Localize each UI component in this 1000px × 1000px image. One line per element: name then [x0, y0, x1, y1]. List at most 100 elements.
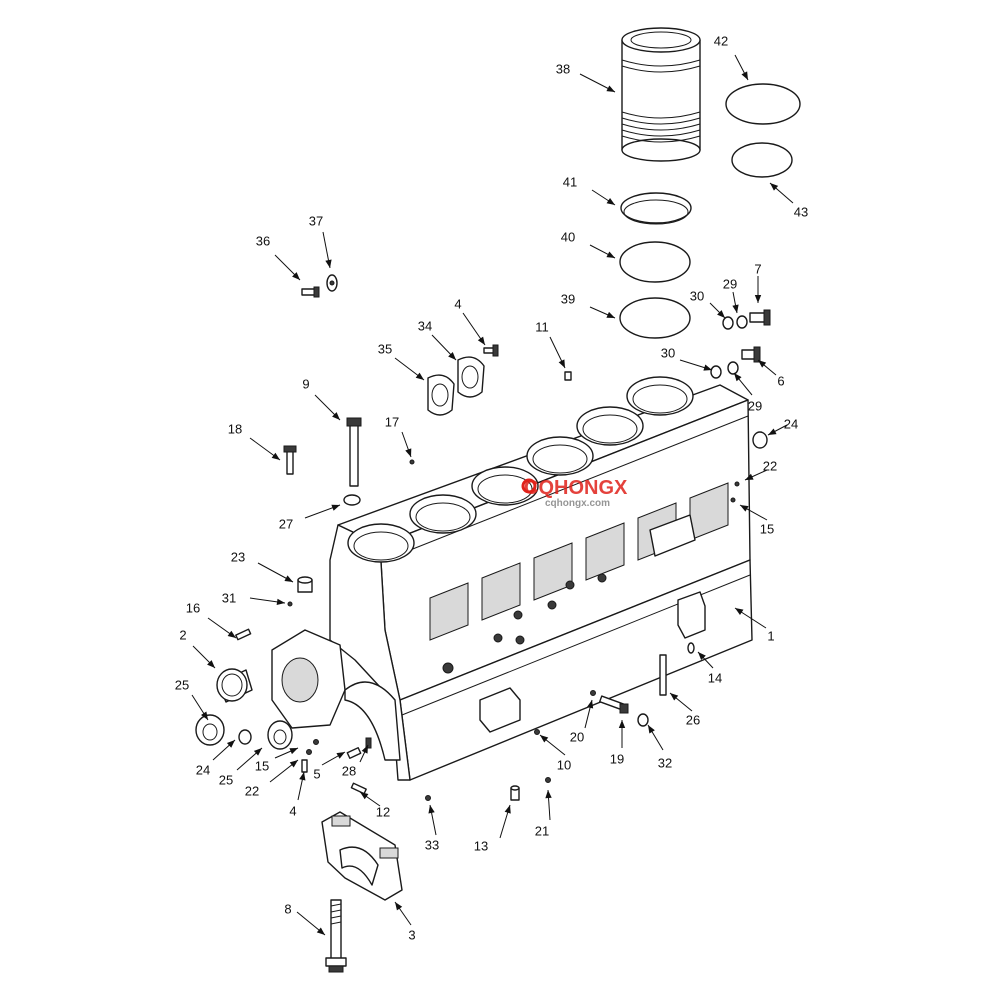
callout-c27: 27 — [279, 504, 341, 531]
leader-arrowhead — [226, 740, 235, 748]
callout-number: 42 — [714, 33, 728, 48]
callout-c3: 3 — [394, 901, 416, 942]
leader-arrowhead — [284, 575, 293, 582]
callout-c30b: 30 — [661, 345, 713, 371]
callout-c5: 5 — [313, 751, 346, 781]
callout-number: 31 — [222, 590, 236, 605]
callout-c34: 34 — [418, 318, 457, 361]
leader-arrowhead — [618, 720, 626, 728]
callout-c4b: 4 — [289, 771, 306, 818]
plug-24-right — [752, 431, 768, 449]
cylinder-bores — [347, 376, 694, 563]
leader-arrowhead — [336, 752, 345, 759]
plug-22-right — [734, 481, 740, 487]
fitting-5 — [346, 747, 362, 759]
callout-c32: 32 — [647, 724, 672, 770]
tube-26 — [659, 654, 667, 696]
callout-number: 28 — [342, 763, 356, 778]
plug-23 — [297, 576, 313, 593]
plug-set-upper — [722, 309, 771, 330]
callout-number: 38 — [556, 61, 570, 76]
callout-number: 3 — [408, 927, 415, 942]
callout-c17: 17 — [385, 414, 412, 458]
leader-arrowhead — [717, 310, 725, 318]
fitting-28 — [365, 737, 372, 749]
callout-c13: 13 — [474, 804, 511, 853]
callout-number: 30 — [690, 288, 704, 303]
block-pad-left — [479, 687, 521, 733]
callout-number: 12 — [376, 804, 390, 819]
callout-c22a: 22 — [744, 458, 777, 481]
callout-c18: 18 — [228, 421, 281, 461]
callout-number: 17 — [385, 414, 399, 429]
leader-arrowhead — [207, 660, 215, 668]
callout-c21: 21 — [535, 789, 552, 838]
leader-arrowhead — [670, 693, 679, 701]
leader-arrowhead — [606, 85, 615, 92]
leader-arrowhead — [405, 448, 412, 457]
plug-20 — [590, 690, 596, 696]
leader-arrowhead — [745, 473, 754, 480]
leader-arrowhead — [703, 364, 712, 371]
callout-c30a: 30 — [690, 288, 726, 319]
plug-21 — [545, 777, 551, 783]
callout-number: 8 — [284, 901, 291, 916]
callout-number: 36 — [256, 233, 270, 248]
leader-arrowhead — [415, 372, 424, 380]
callout-c35: 35 — [378, 341, 425, 381]
callout-c24b: 24 — [196, 739, 236, 777]
leader-arrowhead — [276, 598, 285, 606]
callout-number: 5 — [313, 766, 320, 781]
plug-17 — [409, 459, 415, 465]
callout-c25a: 25 — [175, 677, 209, 721]
leader-arrowhead — [227, 630, 236, 638]
callout-c15b: 15 — [255, 747, 299, 773]
callout-c1: 1 — [734, 607, 775, 643]
cap-25-small — [267, 720, 293, 750]
callout-number: 22 — [763, 458, 777, 473]
filler-band-41 — [620, 192, 692, 225]
head-bolt-9 — [346, 417, 362, 487]
callout-c40: 40 — [561, 229, 616, 259]
leader-arrowhead — [606, 197, 615, 205]
callout-c31: 31 — [222, 590, 286, 606]
callout-c29b: 29 — [733, 372, 762, 413]
leader-arrowhead — [325, 259, 332, 268]
callout-number: 37 — [309, 213, 323, 228]
callout-c12: 12 — [359, 791, 390, 819]
callout-c25b: 25 — [219, 747, 263, 787]
clip-37 — [326, 274, 338, 292]
callout-number: 40 — [561, 229, 575, 244]
leader-arrowhead — [504, 805, 511, 814]
seal-ring-42 — [725, 83, 801, 125]
leader-arrowhead — [770, 183, 779, 191]
callout-number: 4 — [289, 803, 296, 818]
leader-arrowhead — [289, 760, 298, 768]
leader-arrowhead — [200, 711, 208, 720]
leader-arrowhead — [299, 772, 306, 781]
bolt-4-top — [483, 344, 499, 357]
callout-number: 6 — [777, 373, 784, 388]
callout-c15a: 15 — [739, 504, 774, 536]
callout-number: 23 — [231, 549, 245, 564]
leader-arrowhead — [606, 311, 615, 318]
callout-c4a: 4 — [454, 296, 486, 346]
watermark-logo: CQHONGX cqhongx.com — [521, 477, 628, 509]
leader-arrowhead — [648, 725, 655, 734]
dowel-16 — [235, 628, 252, 641]
gasket-34 — [457, 356, 485, 398]
seal-ring-43 — [731, 142, 793, 178]
callout-c9: 9 — [302, 376, 341, 421]
leader-arrowhead — [740, 505, 749, 512]
callout-number: 32 — [658, 755, 672, 770]
bushing-2 — [216, 668, 253, 703]
leader-arrowhead — [734, 373, 742, 382]
leader-arrowhead — [448, 352, 456, 360]
callout-number: 22 — [245, 783, 259, 798]
callout-number: 11 — [535, 319, 549, 334]
leader-arrowhead — [586, 700, 594, 709]
callout-c2: 2 — [179, 627, 216, 669]
leader-arrowhead — [477, 336, 485, 345]
